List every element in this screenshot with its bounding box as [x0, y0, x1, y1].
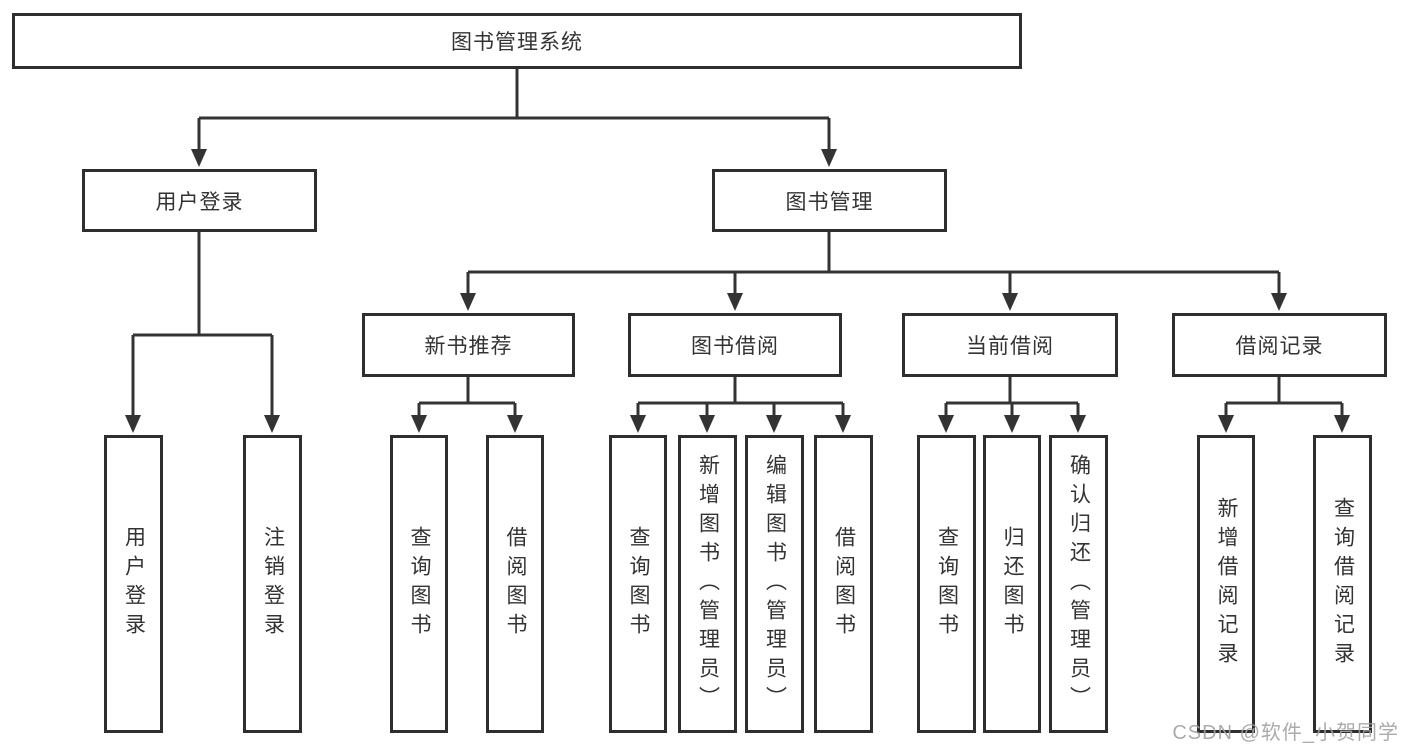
leaf-recommend-query-books-label: 查询图书 [408, 526, 431, 642]
leaf-borrowing-edit-books-admin: 编辑图书（管理员） [745, 435, 804, 733]
leaf-recommend-query-books: 查询图书 [390, 435, 448, 733]
node-current-borrowing-label: 当前借阅 [966, 335, 1054, 358]
csdn-watermark: CSDN @软件_小贺同学 [1172, 722, 1399, 744]
leaf-borrowing-borrow-books-label: 借阅图书 [832, 526, 856, 642]
node-user-login: 用户登录 [82, 169, 317, 232]
node-new-book-recommend-label: 新书推荐 [424, 335, 513, 358]
leaf-borrowing-borrow-books: 借阅图书 [814, 435, 873, 733]
leaf-current-confirm-return-admin: 确认归还（管理员） [1049, 435, 1108, 733]
node-borrow-records: 借阅记录 [1172, 313, 1387, 377]
leaf-user-login-label: 用户登录 [122, 526, 146, 642]
node-book-management-label: 图书管理 [785, 190, 874, 214]
leaf-current-return-books-label: 归还图书 [1001, 526, 1024, 642]
node-new-book-recommend: 新书推荐 [362, 313, 575, 377]
leaf-current-query-books: 查询图书 [917, 435, 976, 733]
leaf-borrowing-add-books-admin-label: 新增图书（管理员） [696, 453, 720, 715]
node-borrow-records-label: 借阅记录 [1235, 335, 1324, 358]
tree-edges [131, 69, 1344, 417]
leaf-borrowing-add-books-admin: 新增图书（管理员） [678, 435, 737, 733]
leaf-logout: 注销登录 [243, 435, 302, 733]
node-user-login-label: 用户登录 [155, 190, 244, 214]
leaf-records-add-record: 新增借阅记录 [1197, 435, 1255, 733]
leaf-current-query-books-label: 查询图书 [935, 526, 959, 642]
leaf-records-query-record: 查询借阅记录 [1313, 435, 1372, 733]
leaf-borrowing-query-books-label: 查询图书 [627, 526, 650, 642]
node-library-system-label: 图书管理系统 [451, 31, 583, 54]
leaf-borrowing-query-books: 查询图书 [609, 435, 667, 733]
node-library-system: 图书管理系统 [12, 13, 1022, 69]
node-book-borrowing-label: 图书借阅 [691, 335, 779, 358]
node-book-management: 图书管理 [712, 169, 947, 232]
arrowhead-icons [125, 149, 1350, 433]
leaf-records-query-record-label: 查询借阅记录 [1331, 497, 1355, 671]
node-current-borrowing: 当前借阅 [902, 313, 1118, 377]
leaf-recommend-borrow-books: 借阅图书 [486, 435, 544, 733]
leaf-current-return-books: 归还图书 [983, 435, 1041, 733]
node-book-borrowing: 图书借阅 [628, 313, 842, 377]
leaf-user-login: 用户登录 [104, 435, 163, 733]
leaf-logout-label: 注销登录 [261, 526, 285, 642]
leaf-current-confirm-return-admin-label: 确认归还（管理员） [1067, 453, 1091, 715]
leaf-borrowing-edit-books-admin-label: 编辑图书（管理员） [763, 453, 787, 715]
leaf-records-add-record-label: 新增借阅记录 [1215, 497, 1238, 671]
leaf-recommend-borrow-books-label: 借阅图书 [504, 526, 527, 642]
